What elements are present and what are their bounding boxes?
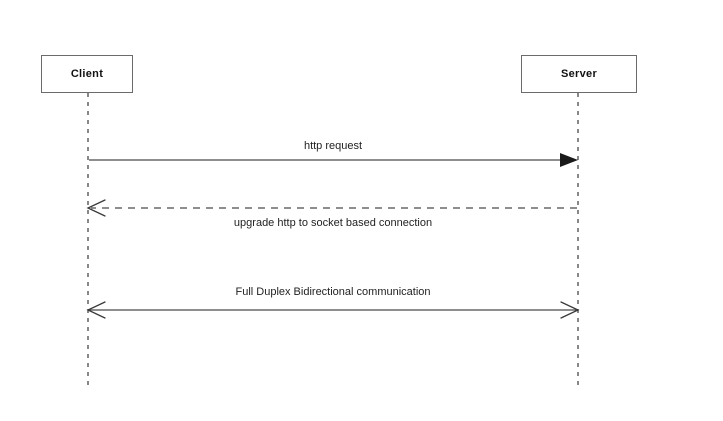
arrowhead-open-right-full-duplex: [560, 301, 580, 319]
arrowhead-filled-right-http-request: [560, 153, 578, 167]
arrowhead-open-left-upgrade: [86, 199, 106, 217]
participant-box-client[interactable]: Client: [41, 55, 133, 93]
participant-label-client: Client: [70, 68, 104, 80]
arrowhead-open-left-full-duplex: [86, 301, 106, 319]
participant-box-server[interactable]: Server: [521, 55, 637, 93]
message-arrow-full-duplex[interactable]: [86, 301, 580, 319]
message-label-http-request: http request: [303, 140, 363, 152]
participant-label-server: Server: [560, 68, 598, 80]
message-label-full-duplex: Full Duplex Bidirectional communication: [235, 286, 431, 298]
message-arrow-http-request[interactable]: [89, 153, 578, 167]
message-arrow-upgrade[interactable]: [86, 199, 577, 217]
message-label-upgrade: upgrade http to socket based connection: [233, 217, 433, 229]
